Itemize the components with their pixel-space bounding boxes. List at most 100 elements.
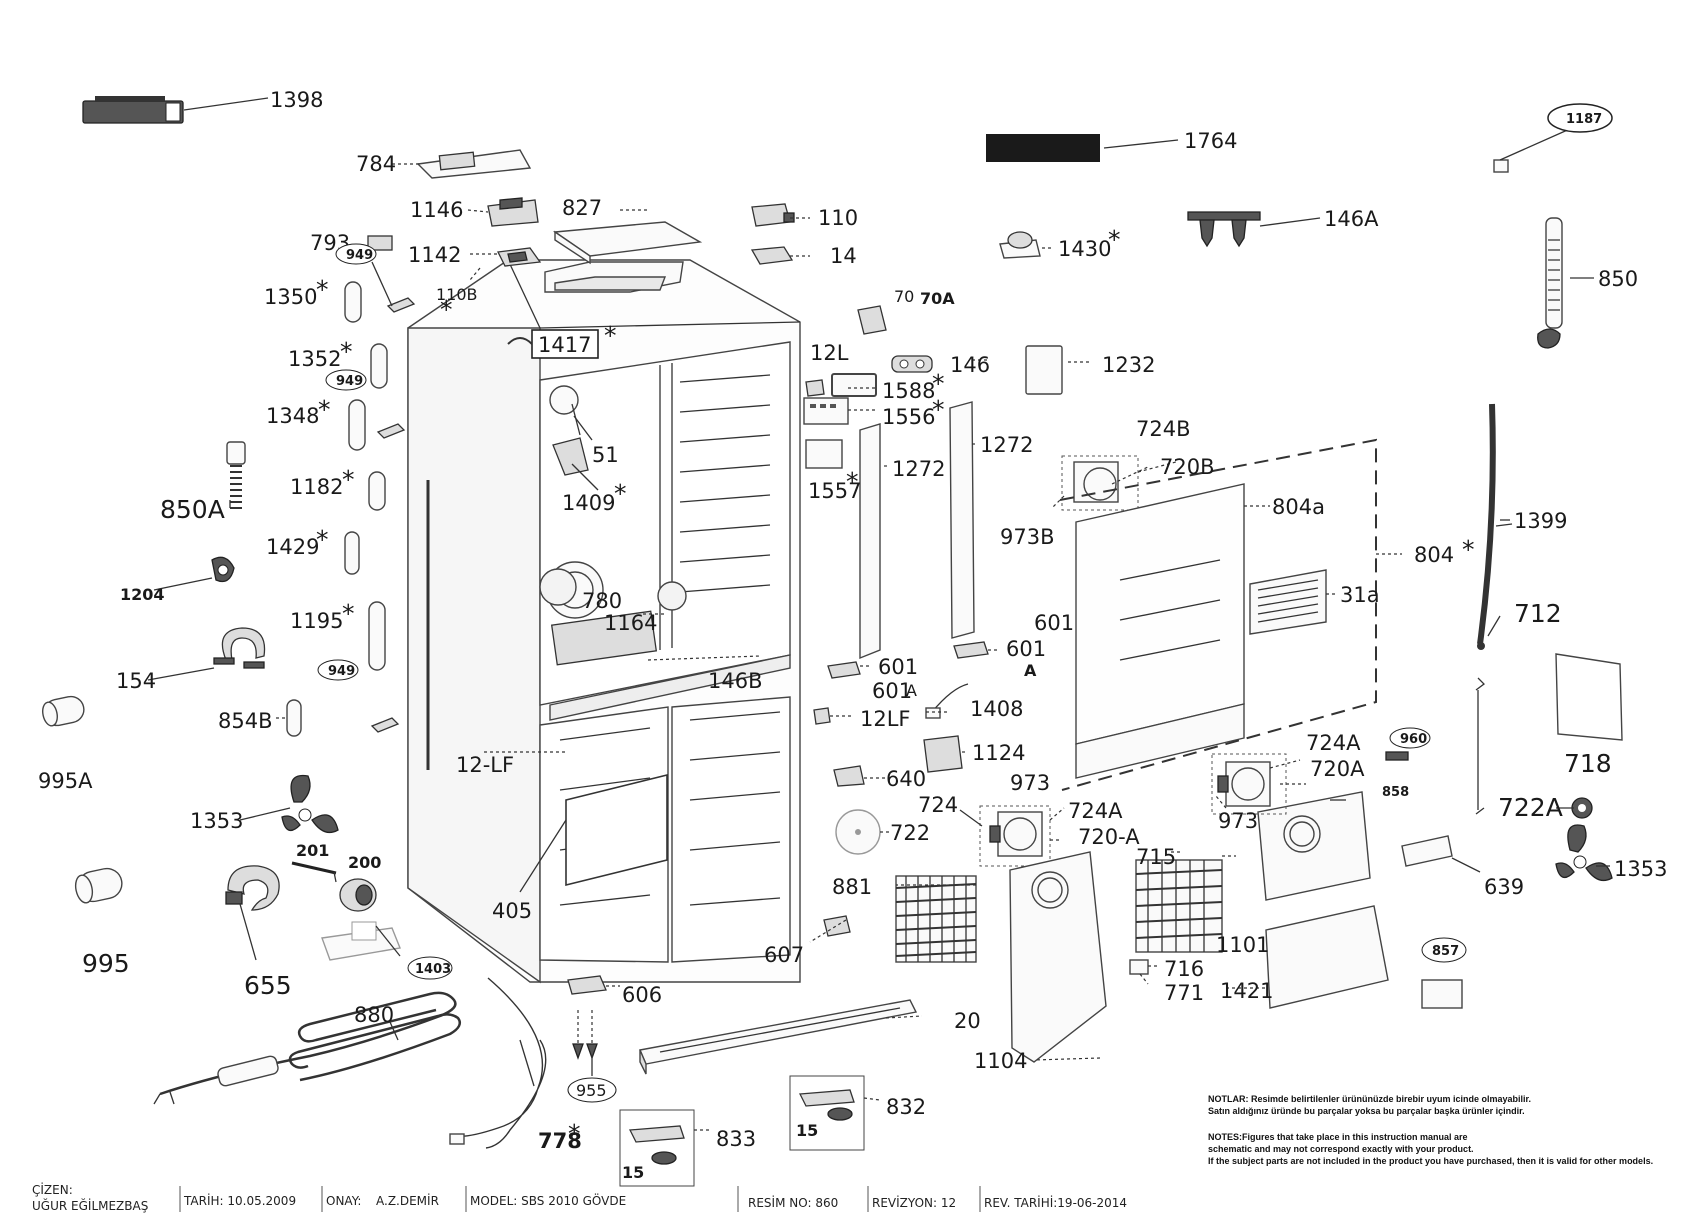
- callout-850: 850: [1598, 267, 1638, 291]
- callout-1104: 1104: [974, 1049, 1027, 1073]
- callout-1164: 1164: [604, 611, 657, 635]
- tube-850: [1537, 217, 1563, 349]
- callout-1124: 1124: [972, 741, 1025, 765]
- callout-1430: 1430: [1058, 237, 1111, 261]
- callout-1399: 1399: [1514, 509, 1567, 533]
- part-827: [553, 221, 703, 265]
- callout-720-A: 720-A: [1078, 825, 1140, 849]
- callout-1557: 1557: [808, 479, 861, 503]
- callout-31a: 31a: [1340, 583, 1380, 607]
- callout-724A-right: 724A: [1306, 731, 1361, 755]
- callout-1352: 1352: [288, 347, 341, 371]
- callout-1204: 1204: [120, 585, 165, 604]
- part-1348: [348, 399, 366, 451]
- part-1556: [803, 397, 849, 425]
- part-1142: [497, 247, 542, 267]
- note-tr-title: NOTLAR: Resimde belirtilenler ürününüzde…: [1208, 1094, 1531, 1104]
- callout-A-2: A: [906, 681, 917, 700]
- part-154: [213, 627, 266, 669]
- part-833: [619, 1109, 695, 1187]
- callout-146A: 146A: [1324, 207, 1379, 231]
- callout-724B: 724B: [1136, 417, 1191, 441]
- oval-949-b: 949: [336, 374, 363, 389]
- part-1353-right: [1555, 824, 1613, 882]
- tb-rev-tarihi: REV. TARİHİ:19-06-2014: [984, 1195, 1127, 1210]
- part-1398: [82, 96, 184, 124]
- part-1353-left: [281, 774, 339, 834]
- oval-949-a: 949: [346, 248, 373, 263]
- callout-832: 832: [886, 1095, 926, 1119]
- callout-51: 51: [592, 443, 619, 467]
- part-1272-b: [949, 401, 975, 639]
- part-146A: [1187, 211, 1261, 248]
- part-146: [891, 355, 933, 373]
- part-716: [1129, 959, 1149, 975]
- callout-712: 712: [1514, 599, 1562, 628]
- boxed-1417-text: 1417: [538, 333, 591, 357]
- callout-606: 606: [622, 983, 662, 1007]
- tb-onay-name: A.Z.DEMİR: [376, 1193, 439, 1208]
- part-606: [567, 975, 607, 995]
- callout-1272-b: 1272: [980, 433, 1033, 457]
- part-1272-a: [859, 423, 881, 660]
- title-block: ÇİZEN: UĞUR EĞİLMEZBAŞ TARİH: 10.05.2009…: [32, 1182, 1127, 1213]
- part-201: [291, 861, 337, 875]
- callout-12-LF-cabinet: 12-LF: [456, 753, 514, 777]
- part-1352: [370, 343, 388, 389]
- callout-1101: 1101: [1216, 933, 1269, 957]
- part-655: [225, 865, 280, 911]
- fan-724A: [1211, 753, 1287, 815]
- callout-720B: 720B: [1160, 455, 1215, 479]
- part-1588: [831, 373, 877, 397]
- tb-onay-label: ONAY:: [326, 1194, 361, 1208]
- note-en-title: NOTES:Figures that take place in this in…: [1208, 1132, 1468, 1142]
- part-1232: [1025, 345, 1063, 395]
- callout-724: 724: [918, 793, 958, 817]
- callout-110: 110: [818, 206, 858, 230]
- part-1557: [805, 439, 843, 469]
- part-995A: [42, 695, 85, 727]
- part-601A: [827, 661, 861, 679]
- oval-857: 857: [1432, 944, 1459, 959]
- part-20-strip: [639, 999, 918, 1075]
- part-1187: [1493, 159, 1509, 173]
- part-1182: [368, 471, 386, 511]
- asterisk-1352: *: [340, 337, 353, 366]
- leader-lines: [147, 97, 1610, 1131]
- part-880-heater: [153, 991, 461, 1105]
- callout-labels: 1398 784 1146 827 110 1142 14 793 110B 1…: [38, 88, 1667, 1182]
- callout-1398: 1398: [270, 88, 323, 112]
- boundary-804: [1059, 438, 1377, 791]
- callout-880: 880: [354, 1003, 394, 1027]
- callout-1353-left: 1353: [190, 809, 243, 833]
- part-850A: [226, 441, 246, 509]
- callout-70A: 70A: [920, 289, 955, 308]
- part-12L: [805, 379, 825, 397]
- callout-1146: 1146: [410, 198, 463, 222]
- part-1195: [368, 601, 386, 671]
- callout-771: 771: [1164, 981, 1204, 1005]
- duct-1421: [1257, 791, 1389, 1009]
- callout-200: 200: [348, 853, 381, 872]
- part-601: [953, 641, 989, 659]
- callout-995A: 995A: [38, 769, 93, 793]
- callout-827: 827: [562, 196, 602, 220]
- duct-cover-1104: [1009, 851, 1107, 1063]
- part-70: [857, 305, 887, 335]
- callout-146B: 146B: [708, 669, 763, 693]
- callout-1353-right: 1353: [1614, 857, 1667, 881]
- callout-784: 784: [356, 152, 396, 176]
- callout-881: 881: [832, 875, 872, 899]
- evaporator-881: [895, 875, 977, 963]
- part-200: [339, 878, 377, 912]
- clip-949-a: [386, 297, 416, 313]
- oval-1187: 1187: [1566, 112, 1602, 127]
- part-778-sensor-wire: [449, 977, 547, 1149]
- callout-778: 778: [538, 1129, 582, 1153]
- evaporator-715: [1135, 859, 1223, 953]
- oval-labels: 1187 949 949 949 1403 955 960 858 857: [317, 103, 1613, 1103]
- part-1146: [487, 197, 539, 227]
- asterisk-1556: *: [932, 395, 945, 424]
- asterisk-110B: *: [440, 295, 453, 324]
- callout-639: 639: [1484, 875, 1524, 899]
